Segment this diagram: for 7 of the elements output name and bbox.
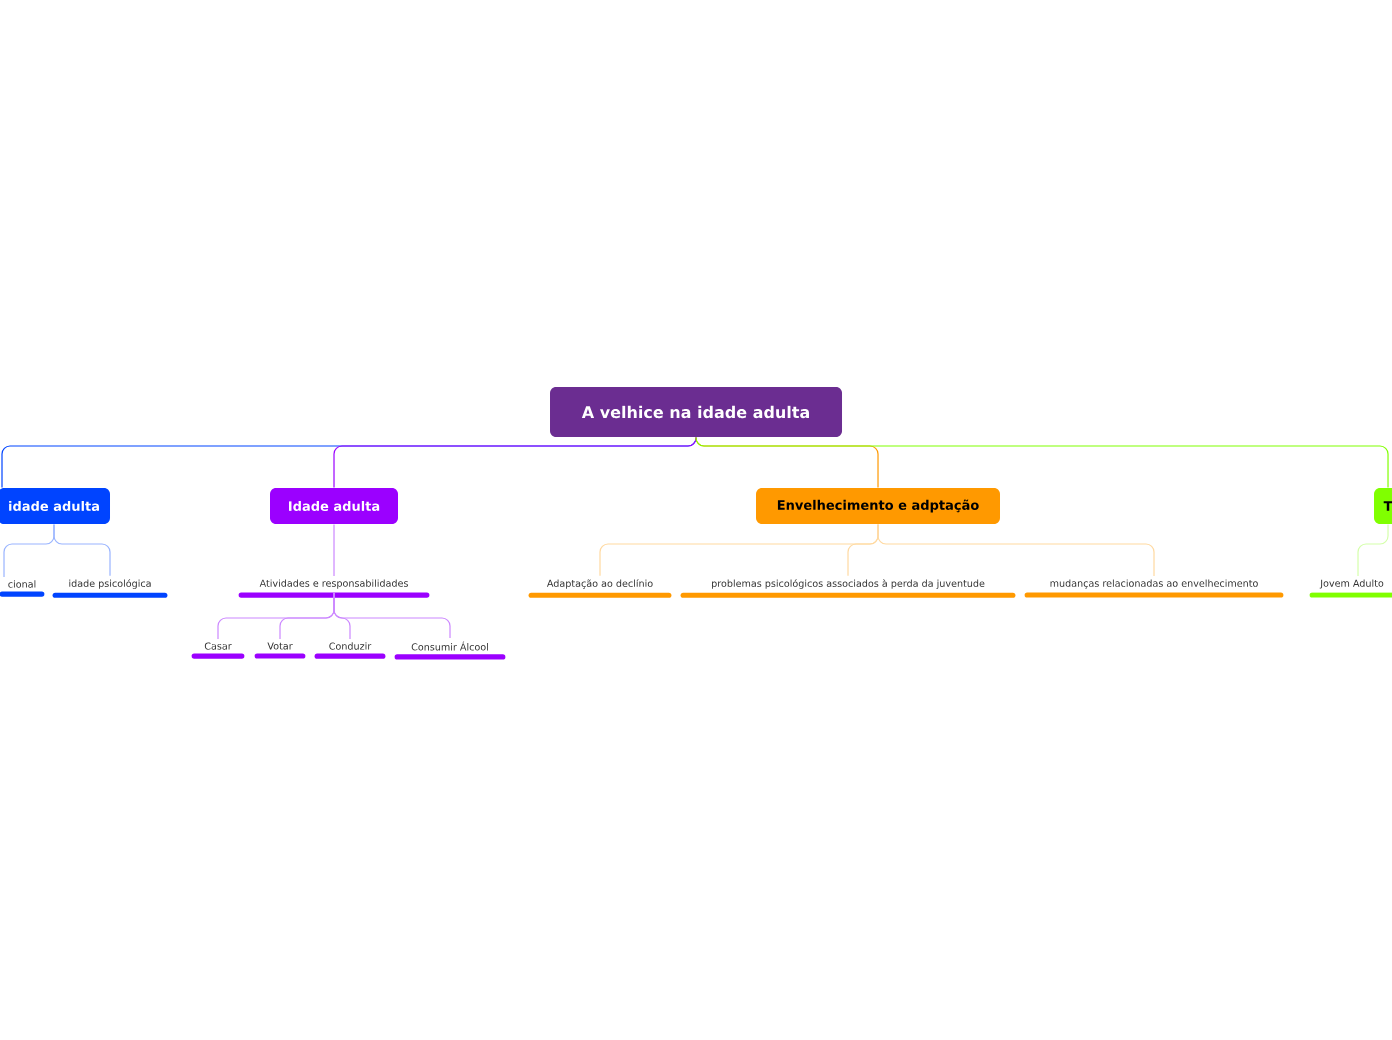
connector-line <box>877 523 1155 577</box>
connector-line <box>333 436 697 489</box>
root-topic-box: A velhice na idade adulta <box>550 387 842 437</box>
connector-line <box>1357 523 1389 577</box>
connector-line <box>333 523 335 577</box>
connector-line <box>695 436 1389 489</box>
connector-line <box>53 523 111 577</box>
